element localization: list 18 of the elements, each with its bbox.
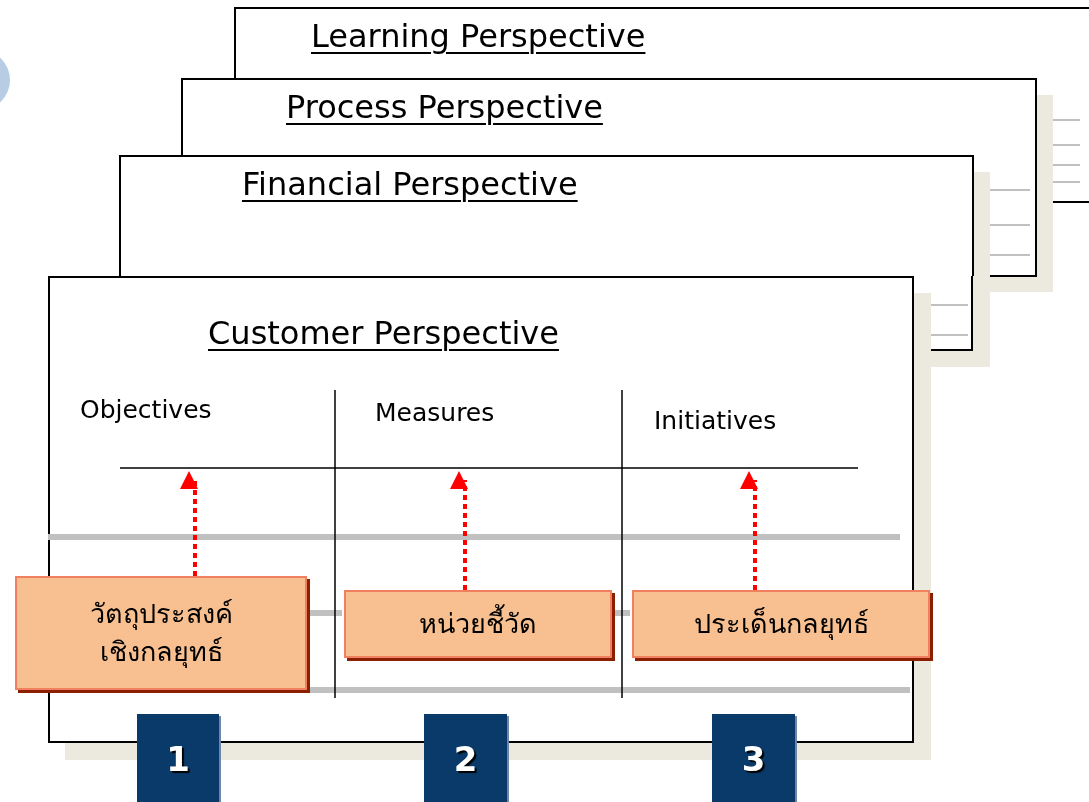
number-badge: 2 (424, 714, 507, 802)
number-badge: 3 (712, 714, 795, 802)
perspective-card (119, 155, 974, 276)
column-heading: Measures (375, 398, 575, 468)
column-heading: Objectives (80, 395, 280, 468)
arrow (450, 471, 468, 590)
card-heading: Customer Perspective (208, 314, 559, 352)
arrow (740, 471, 758, 590)
perspective-card (234, 7, 1089, 78)
card-heading: Financial Perspective (242, 165, 578, 203)
card-heading: Learning Perspective (311, 17, 646, 55)
arrow (180, 471, 198, 576)
process-box: วัตถุประสงค์ เชิงกลยุทธ์ (15, 576, 307, 690)
column-heading: Initiatives (654, 406, 834, 468)
card-heading: Process Perspective (286, 88, 603, 126)
number-badge: 1 (137, 714, 219, 802)
perspective-card (181, 78, 1037, 155)
process-box: หน่วยชี้วัด (344, 590, 612, 658)
